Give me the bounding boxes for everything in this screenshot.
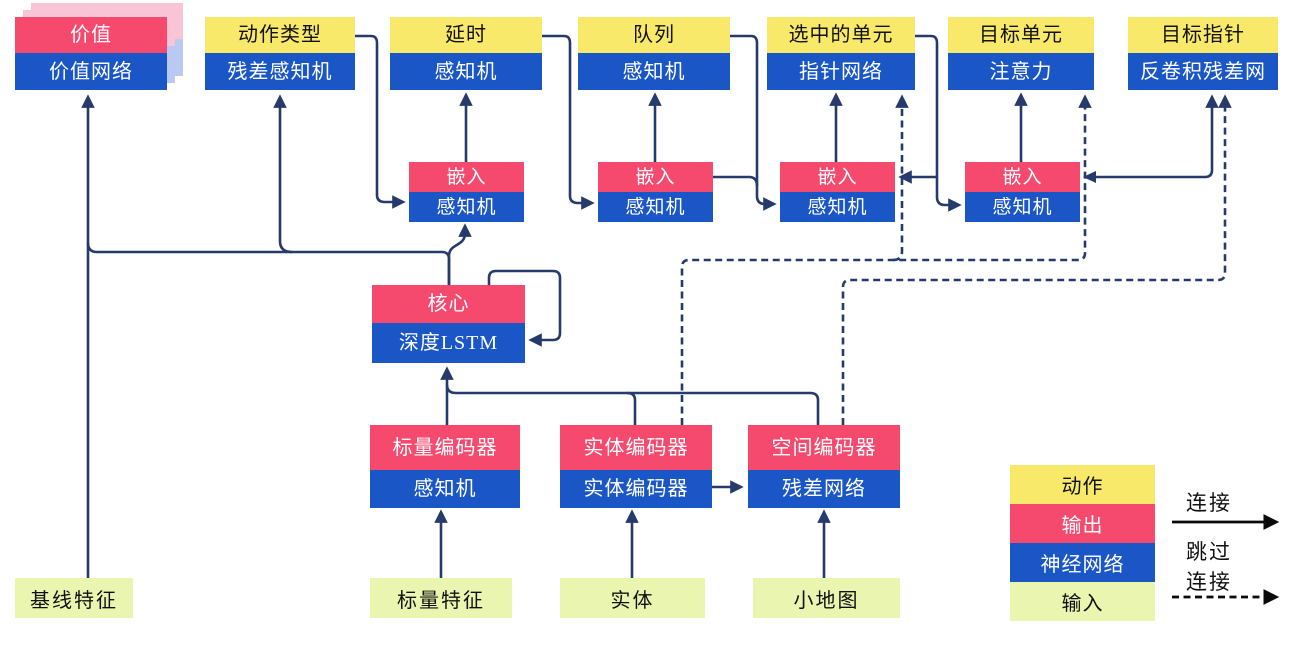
node-value-header: 价值 (15, 17, 167, 53)
node-action-type-header: 动作类型 (205, 17, 355, 53)
wire-core-self-loop (487, 269, 562, 347)
legend-color-key: 动作输出神经网络输入 (1010, 465, 1155, 621)
skip-branch-to-selected-units (892, 94, 909, 262)
node-target-point-body: 反卷积残差网 (1128, 53, 1278, 90)
legend-item-output: 输出 (1010, 504, 1155, 543)
node-value: 价值价值网络 (15, 17, 167, 90)
node-target-unit-body: 注意力 (948, 53, 1094, 90)
node-target-point-header: 目标指针 (1128, 17, 1278, 53)
skip-connections (680, 94, 1232, 425)
input-entities: 实体 (560, 578, 705, 618)
node-target-unit-header: 目标单元 (948, 17, 1094, 53)
node-core: 核心深度LSTM (372, 285, 525, 363)
legend-item-action: 动作 (1010, 465, 1155, 504)
node-action-type: 动作类型残差感知机 (205, 17, 355, 90)
node-delay-body: 感知机 (390, 53, 542, 90)
legend-skip-label-line1: 跳过 (1186, 540, 1232, 564)
node-spatial-encoder-header: 空间编码器 (748, 425, 900, 470)
node-embed-1: 嵌入感知机 (409, 162, 524, 222)
node-queue-header: 队列 (578, 17, 730, 53)
node-selected-units-header: 选中的单元 (767, 17, 915, 53)
wire-core-to-value-branch (86, 242, 451, 285)
node-entity-encoder: 实体编码器实体编码器 (560, 425, 712, 508)
wire-core-to-embed1 (447, 223, 472, 285)
node-embed-1-header: 嵌入 (409, 162, 524, 192)
legend-item-input: 输入 (1010, 582, 1155, 621)
node-queue-body: 感知机 (578, 53, 730, 90)
wire-delay-to-embed2 (542, 34, 595, 210)
node-queue: 队列感知机 (578, 17, 730, 90)
legend-skip-label-line2: 连接 (1186, 570, 1232, 594)
wire-selected-units-to-embed4 (915, 34, 962, 212)
wire-encoders-horizontal (445, 384, 820, 425)
node-entity-encoder-body: 实体编码器 (560, 470, 712, 508)
wire-embed4-to-target-point (1092, 94, 1219, 179)
node-scalar-encoder: 标量编码器感知机 (370, 425, 520, 508)
node-embed-1-body: 感知机 (409, 192, 524, 222)
wire-core-to-action-type (273, 94, 293, 254)
node-embed-4-header: 嵌入 (965, 162, 1080, 192)
node-selected-units-body: 指针网络 (767, 53, 915, 90)
legend-item-network: 神经网络 (1010, 543, 1155, 582)
solid-connections (81, 34, 1219, 578)
input-scalar-features: 标量特征 (370, 578, 512, 618)
wire-queue-to-embed3 (730, 34, 777, 211)
wire-embed2-merge (713, 175, 759, 187)
input-minimap: 小地图 (753, 578, 900, 618)
node-scalar-encoder-header: 标量编码器 (370, 425, 520, 470)
node-embed-2-body: 感知机 (598, 192, 713, 222)
node-entity-encoder-header: 实体编码器 (560, 425, 712, 470)
node-action-type-body: 残差感知机 (205, 53, 355, 90)
node-core-header: 核心 (372, 285, 525, 323)
node-selected-units: 选中的单元指针网络 (767, 17, 915, 90)
node-embed-3-body: 感知机 (780, 192, 895, 222)
node-delay-header: 延时 (390, 17, 542, 53)
node-delay: 延时感知机 (390, 17, 542, 90)
node-spatial-encoder: 空间编码器残差网络 (748, 425, 900, 508)
skip-entity-to-target-unit (680, 94, 1092, 425)
node-embed-2-header: 嵌入 (598, 162, 713, 192)
skip-spatial-to-target-point (841, 94, 1232, 425)
node-value-body: 价值网络 (15, 53, 167, 90)
node-embed-4: 嵌入感知机 (965, 162, 1080, 222)
node-target-unit: 目标单元注意力 (948, 17, 1094, 90)
node-target-point: 目标指针反卷积残差网 (1128, 17, 1278, 90)
node-scalar-encoder-body: 感知机 (370, 470, 520, 508)
wire-action-type-to-embed1 (355, 34, 406, 209)
node-spatial-encoder-body: 残差网络 (748, 470, 900, 508)
legend-arrows (1172, 514, 1280, 605)
wire-embed4-left-arrowhead (1083, 171, 1096, 183)
input-baseline-features: 基线特征 (15, 578, 133, 618)
node-embed-3-header: 嵌入 (780, 162, 895, 192)
wire-entity-encoder-riser (626, 391, 637, 425)
node-embed-3: 嵌入感知机 (780, 162, 895, 222)
legend-solid-label: 连接 (1186, 491, 1232, 515)
node-embed-2: 嵌入感知机 (598, 162, 713, 222)
node-embed-4-body: 感知机 (965, 192, 1080, 222)
node-core-body: 深度LSTM (372, 323, 525, 363)
